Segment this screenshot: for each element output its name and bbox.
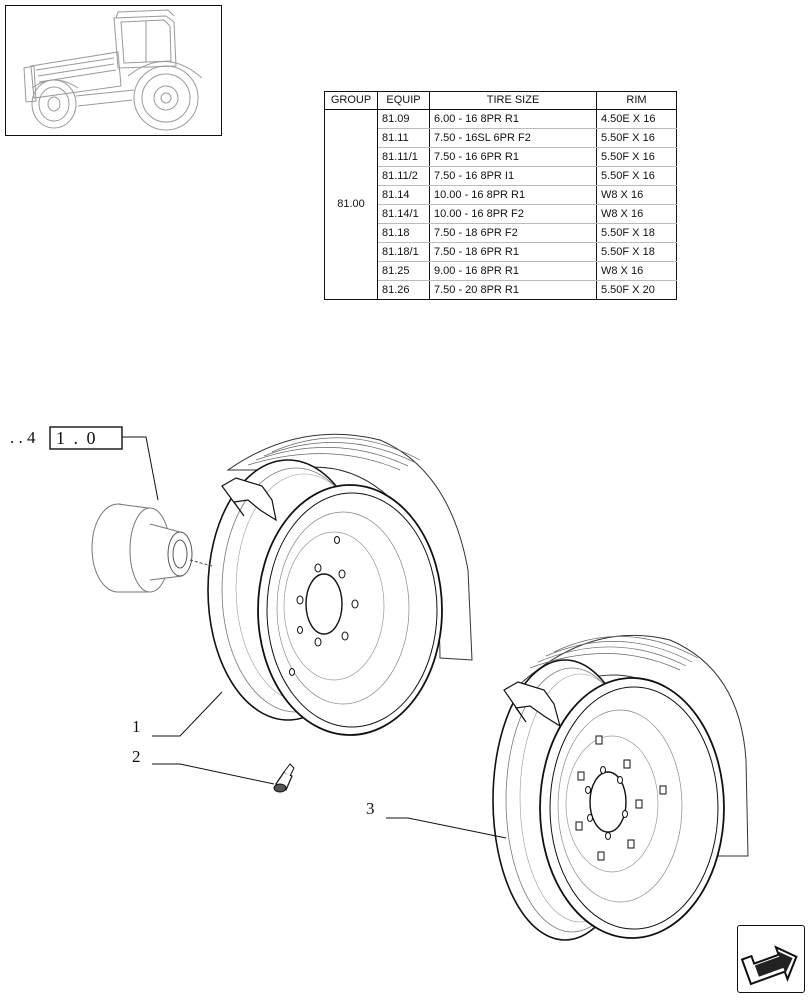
- cell-equip: 81.14: [377, 185, 430, 205]
- cell-rim: W8 X 16: [596, 185, 677, 205]
- cell-tire: 10.00 - 16 8PR R1: [429, 185, 597, 205]
- callout-1-leader: [152, 691, 223, 737]
- ref-leader-line: [122, 436, 159, 501]
- col-header-tire-size: TIRE SIZE: [429, 91, 597, 110]
- cell-rim: W8 X 16: [596, 204, 677, 224]
- table-header-row: GROUP EQUIP TIRE SIZE RIM: [324, 91, 677, 110]
- cell-rim: 5.50F X 18: [596, 223, 677, 243]
- cell-tire: 9.00 - 16 8PR R1: [429, 261, 597, 281]
- cell-tire: 7.50 - 16SL 6PR F2: [429, 128, 597, 148]
- cell-equip: 81.11/1: [377, 147, 430, 167]
- tractor-thumbnail: [5, 5, 222, 136]
- cell-tire: 7.50 - 18 6PR F2: [429, 223, 597, 243]
- cell-equip: 81.25: [377, 261, 430, 281]
- cell-tire: 10.00 - 16 8PR F2: [429, 204, 597, 224]
- col-header-rim: RIM: [596, 91, 677, 110]
- callout-ref[interactable]: . . 4 1 . 0: [10, 426, 159, 501]
- next-page-arrow-icon: [740, 945, 798, 986]
- cell-equip: 81.26: [377, 280, 430, 300]
- cell-tire: 7.50 - 16 6PR R1: [429, 147, 597, 167]
- col-header-group: GROUP: [324, 91, 378, 110]
- tractor-thumbnail-icon: [23, 9, 203, 131]
- callout-3[interactable]: 3: [366, 799, 507, 839]
- ref-box-text: 1 . 0: [56, 428, 98, 448]
- cell-rim: W8 X 16: [596, 261, 677, 281]
- ref-prefix-text: . . 4: [10, 428, 36, 447]
- cell-equip: 81.11: [377, 128, 430, 148]
- wheel-assembly-3: [492, 634, 749, 941]
- cell-equip: 81.11/2: [377, 166, 430, 186]
- cell-tire: 7.50 - 16 8PR I1: [429, 166, 597, 186]
- cell-equip: 81.18: [377, 223, 430, 243]
- wheel-assembly-1: [207, 433, 473, 736]
- cell-rim: 5.50F X 18: [596, 242, 677, 262]
- cell-rim: 5.50F X 20: [596, 280, 677, 300]
- callout-2-label: 2: [132, 747, 141, 766]
- callout-1-label: 1: [132, 717, 141, 736]
- callout-1[interactable]: 1: [132, 691, 223, 737]
- tire-valve: [273, 763, 295, 793]
- cell-equip: 81.14/1: [377, 204, 430, 224]
- callout-3-leader: [386, 817, 507, 839]
- cell-group: 81.00: [324, 109, 378, 300]
- ref-box: [49, 426, 123, 450]
- callout-2[interactable]: 2: [132, 747, 275, 785]
- cell-tire: 7.50 - 18 6PR R1: [429, 242, 597, 262]
- cell-rim: 5.50F X 16: [596, 147, 677, 167]
- cell-rim: 5.50F X 16: [596, 128, 677, 148]
- hub-adapter: [91, 503, 213, 593]
- cell-rim: 5.50F X 16: [596, 166, 677, 186]
- callout-3-label: 3: [366, 799, 375, 818]
- next-page-button[interactable]: [737, 925, 805, 993]
- cell-tire: 6.00 - 16 8PR R1: [429, 109, 597, 129]
- cell-rim: 4.50E X 16: [596, 109, 677, 129]
- callout-2-leader: [152, 763, 275, 785]
